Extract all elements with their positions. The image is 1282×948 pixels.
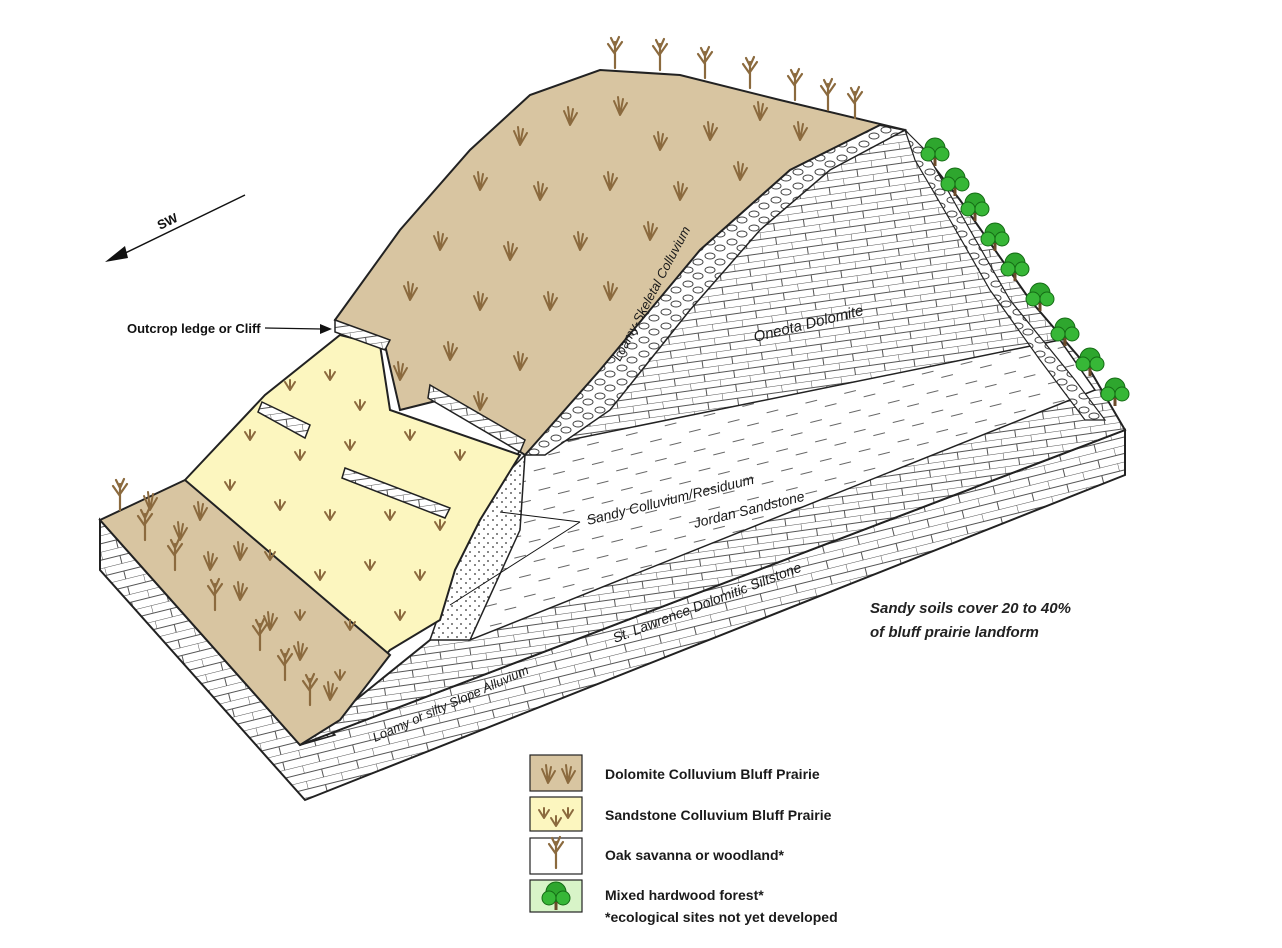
legend-label-oak: Oak savanna or woodland* [605,847,784,863]
outcrop-ledge-low [341,467,452,519]
legend-item-sandstone: Sandstone Colluvium Bluff Prairie [529,796,832,832]
legend-item-forest: Mixed hardwood forest* [529,879,764,913]
legend-footnote: *ecological sites not yet developed [605,909,838,925]
sandy-colluvium-leaders [449,511,581,606]
sandy-soils-note-line1: Sandy soils cover 20 to 40% [870,600,1071,617]
direction-label: SW [155,210,181,233]
legend-label-sandstone: Sandstone Colluvium Bluff Prairie [605,807,832,823]
outcrop-ledge-mid [257,400,311,440]
sandy-soils-note-line2: of bluff prairie landform [870,624,1039,641]
legend-label-forest: Mixed hardwood forest* [605,887,764,903]
outcrop-callout-arrow [264,324,332,334]
sw-direction-arrow: SW [105,194,246,262]
legend: Dolomite Colluvium Bluff Prairie Sandsto… [529,754,838,925]
outcrop-ledge-top [334,318,392,351]
upper-dolomite-prairie [333,68,906,457]
outcrop-ledge-upper-right [427,383,526,454]
legend-item-dolomite: Dolomite Colluvium Bluff Prairie [529,754,820,792]
legend-label-dolomite: Dolomite Colluvium Bluff Prairie [605,766,820,782]
legend-item-oak: Oak savanna or woodland* [529,835,784,875]
outcrop-callout-label: Outcrop ledge or Cliff [127,321,261,336]
